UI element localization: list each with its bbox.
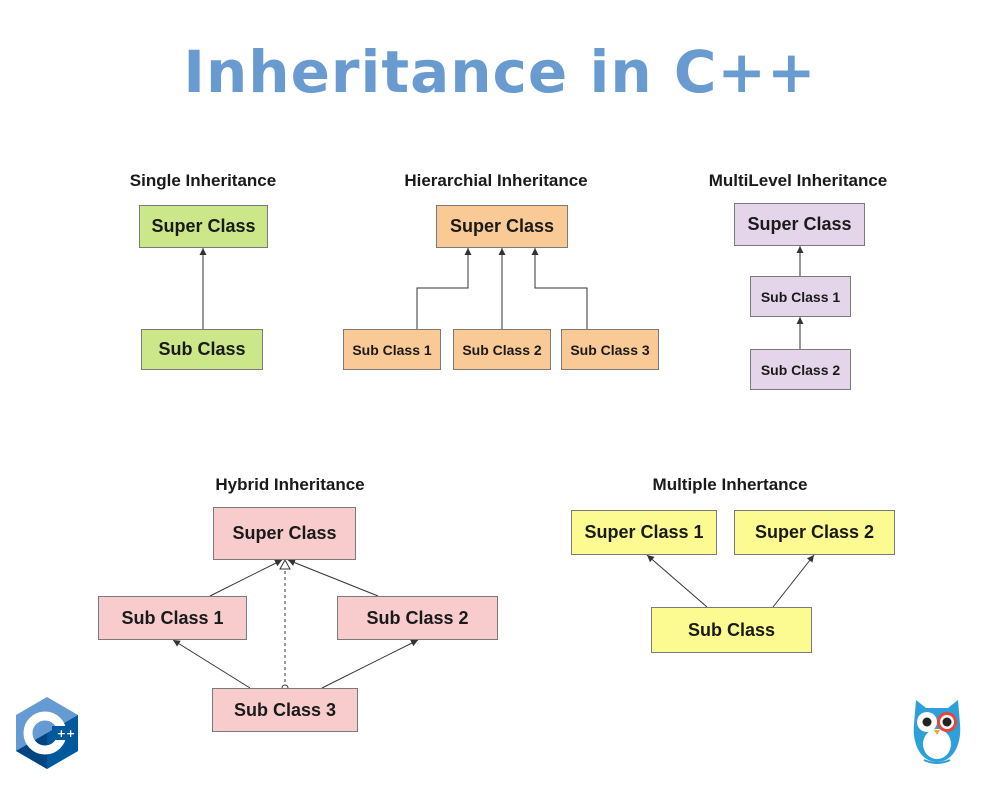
page-title: Inheritance in C++ — [183, 38, 817, 106]
hierarchical-sub-box-1: Sub Class 1 — [343, 329, 441, 370]
hierarchical-caption: Hierarchial Inheritance — [404, 171, 588, 190]
multiple-sub-box: Sub Class — [651, 607, 812, 653]
multilevel-caption: MultiLevel Inheritance — [708, 171, 888, 190]
owl-mascot-icon — [908, 694, 966, 766]
hier-arrow-3 — [531, 248, 588, 329]
hierarchical-super-box: Super Class — [436, 205, 568, 248]
single-caption: Single Inheritance — [129, 171, 277, 190]
multilevel-sub-box-1: Sub Class 1 — [750, 276, 851, 317]
multiple-arrow-1 — [646, 554, 708, 608]
hybrid-arrow-sub1-super — [209, 559, 283, 597]
multiple-caption: Multiple Inhertance — [652, 475, 808, 494]
hierarchical-sub-box-2: Sub Class 2 — [453, 329, 551, 370]
hybrid-super-box: Super Class — [213, 507, 356, 560]
hybrid-caption: Hybrid Inheritance — [215, 475, 365, 494]
hybrid-arrow-sub3-sub1 — [172, 639, 251, 689]
single-super-box: Super Class — [139, 205, 268, 248]
hybrid-arrow-sub3-sub2 — [321, 639, 419, 689]
multilevel-sub-box-2: Sub Class 2 — [750, 349, 851, 390]
hybrid-sub-box-1: Sub Class 1 — [98, 596, 247, 640]
svg-text:++: ++ — [57, 727, 75, 740]
multiple-arrow-2 — [772, 554, 815, 608]
hierarchical-sub-box-3: Sub Class 3 — [561, 329, 659, 370]
multilevel-super-box: Super Class — [734, 203, 865, 246]
hybrid-sub-box-3: Sub Class 3 — [212, 688, 358, 732]
hier-arrow-1 — [416, 248, 472, 329]
multiple-super-box-2: Super Class 2 — [734, 510, 895, 555]
single-sub-box: Sub Class — [141, 329, 263, 370]
cpp-logo-icon: ++ — [14, 696, 80, 770]
hybrid-sub-box-2: Sub Class 2 — [337, 596, 498, 640]
multiple-super-box-1: Super Class 1 — [571, 510, 717, 555]
hybrid-arrow-sub2-super — [287, 559, 379, 597]
